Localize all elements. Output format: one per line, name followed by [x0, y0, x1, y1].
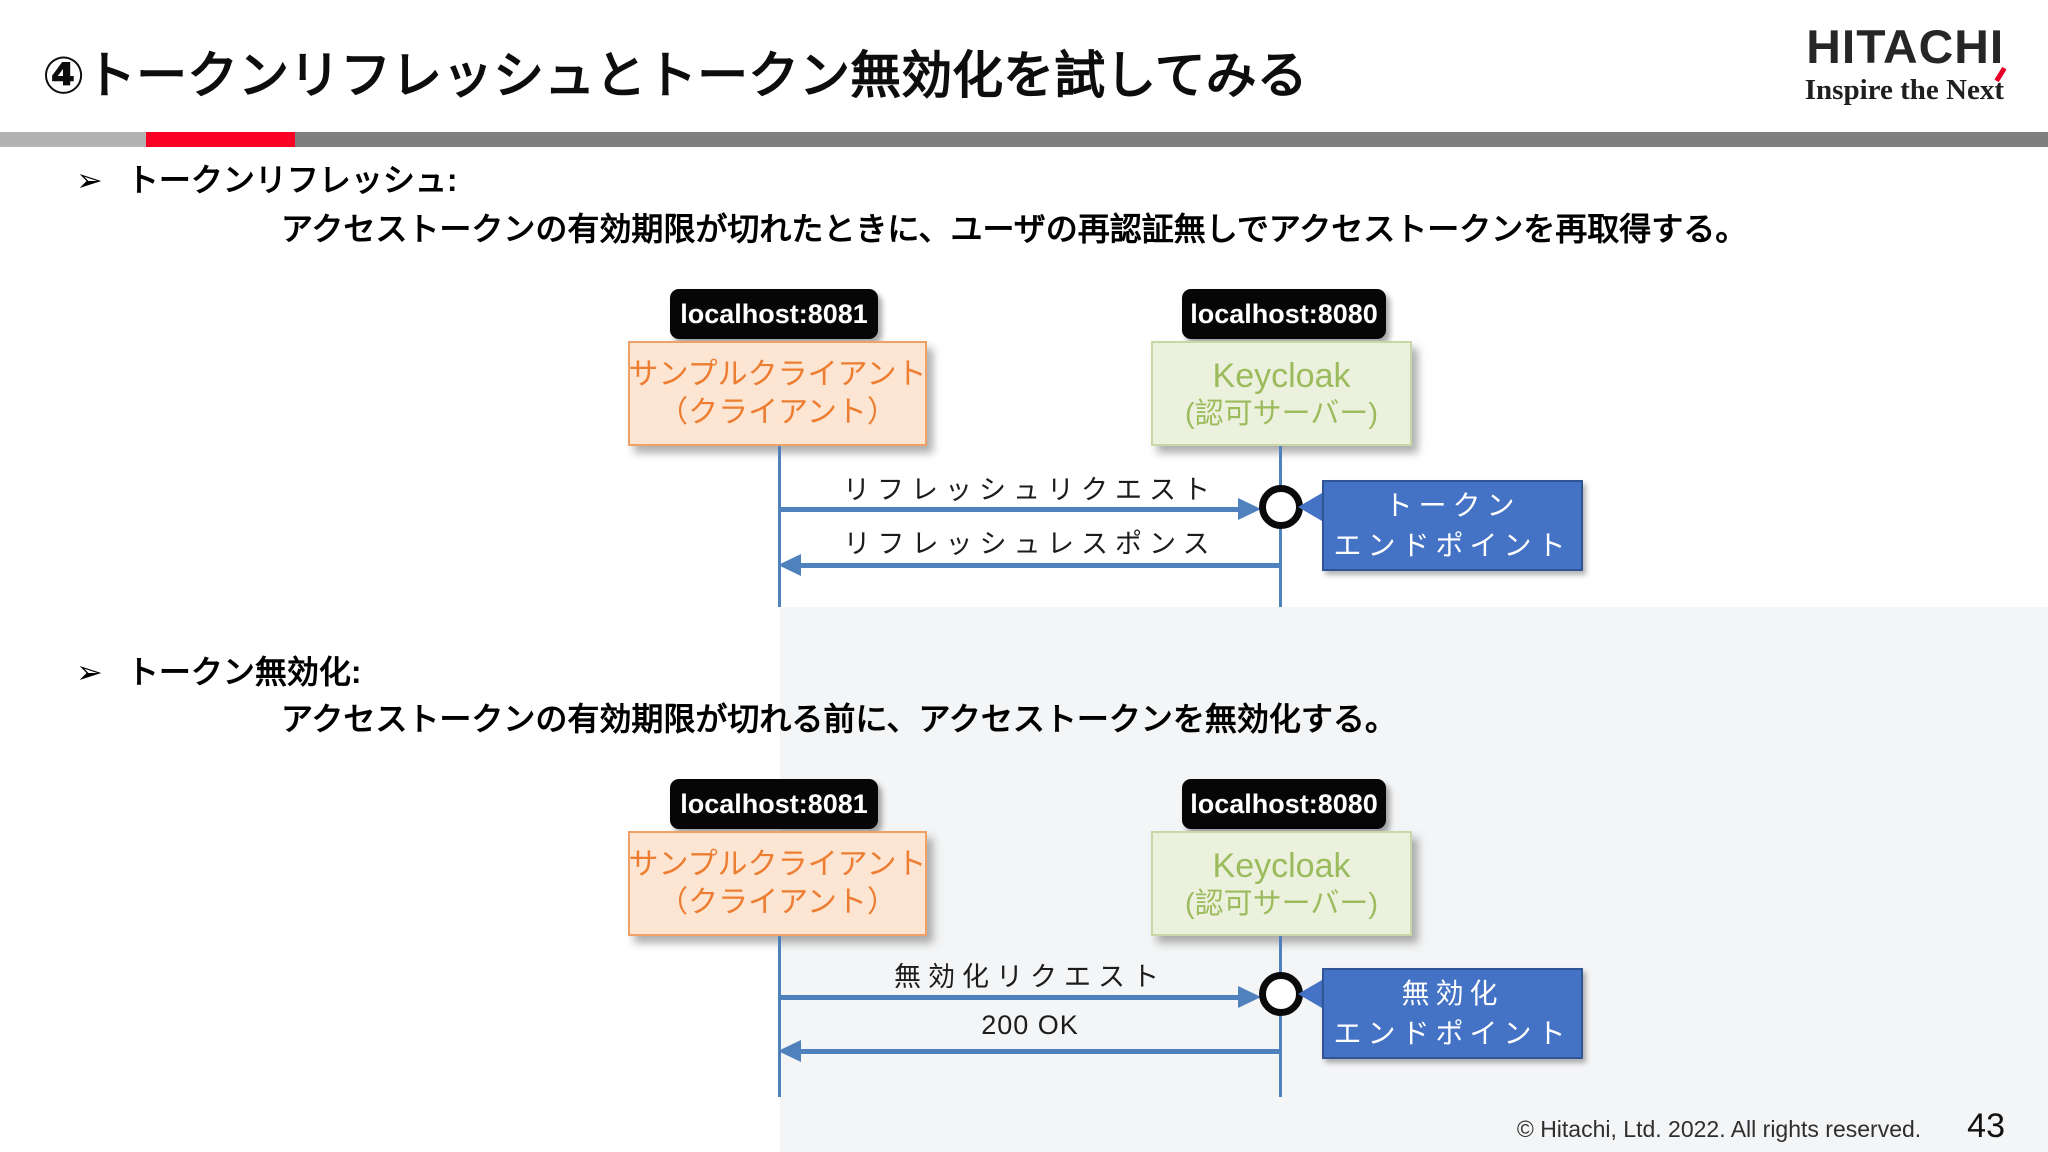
title-divider-bar [0, 132, 2048, 147]
bullet-arrow-icon: ➢ [76, 162, 103, 198]
request-arrow-label: リフレッシュリクエスト [843, 475, 1217, 505]
response-arrow-label: 200 OK [981, 1010, 1079, 1040]
endpoint-label-line2: エンドポイント [1333, 529, 1572, 561]
request-arrow-label: 無効化リクエスト [894, 962, 1166, 992]
client-host-badge: localhost:8081 [670, 779, 878, 829]
server-name: Keycloak [1212, 846, 1351, 885]
endpoint-callout-notch [1298, 980, 1322, 1008]
server-role: (認可サーバー) [1184, 887, 1379, 920]
server-actor-box: Keycloak (認可サーバー) [1151, 831, 1412, 936]
arrowhead-left-icon [778, 1040, 801, 1062]
endpoint-label-line1: トークン [1384, 489, 1521, 521]
divider-segment-dark [295, 132, 2048, 147]
server-host-badge: localhost:8080 [1182, 289, 1386, 339]
bullet-label: トークン無効化: [126, 654, 362, 690]
client-lifeline [778, 446, 781, 607]
endpoint-label-line2: エンドポイント [1333, 1017, 1572, 1049]
response-arrow-line [800, 1049, 1281, 1054]
hitachi-logo-wordmark: HITACHI [1806, 20, 2004, 73]
endpoint-label-line1: 無効化 [1401, 977, 1504, 1009]
response-arrow-label: リフレッシュレスポンス [843, 529, 1217, 559]
client-name: サンプルクライアント [628, 357, 927, 391]
request-arrow-line [780, 995, 1240, 1000]
revocation-endpoint-callout: 無効化 エンドポイント [1322, 968, 1583, 1059]
bullet-description: アクセストークンの有効期限が切れたときに、ユーザの再認証無しでアクセストークンを… [281, 211, 1748, 247]
token-endpoint-callout: トークン エンドポイント [1322, 480, 1583, 571]
client-host-badge: localhost:8081 [670, 289, 878, 339]
page-number: 43 [1967, 1107, 2005, 1145]
request-arrow-line [780, 507, 1240, 512]
divider-segment-red [146, 132, 295, 147]
server-role: (認可サーバー) [1184, 397, 1379, 430]
arrowhead-right-icon [1238, 986, 1261, 1008]
hitachi-tagline-text: Inspire the Next [1804, 74, 2004, 106]
divider-segment-light [0, 132, 146, 147]
hitachi-logo-tagline: Inspire the Next [1804, 66, 2007, 106]
bullet-label: トークンリフレッシュ: [126, 162, 458, 198]
page-title: ④トークンリフレッシュとトークン無効化を試してみる [42, 47, 1308, 104]
server-name: Keycloak [1212, 356, 1351, 395]
bullet-item-token-revocation: ➢ トークン無効化: [76, 652, 361, 692]
response-arrow-line [800, 563, 1281, 568]
slide-footer: © Hitachi, Ltd. 2022. All rights reserve… [1517, 1107, 2005, 1146]
client-actor-box: サンプルクライアント （クライアント） [628, 341, 927, 446]
server-actor-box: Keycloak (認可サーバー) [1151, 341, 1412, 446]
server-lifeline [1279, 936, 1282, 1097]
client-lifeline [778, 936, 781, 1097]
hitachi-logo: HITACHI Inspire the Next [1804, 22, 2007, 106]
bullet-description: アクセストークンの有効期限が切れる前に、アクセストークンを無効化する。 [281, 701, 1397, 737]
bullet-arrow-icon: ➢ [76, 654, 103, 690]
endpoint-callout-notch [1298, 493, 1322, 521]
client-actor-box: サンプルクライアント （クライアント） [628, 831, 927, 936]
client-role: （クライアント） [658, 885, 897, 919]
arrowhead-left-icon [778, 554, 801, 576]
client-role: （クライアント） [658, 395, 897, 429]
copyright-text: © Hitachi, Ltd. 2022. All rights reserve… [1516, 1116, 1922, 1142]
capture-shade-region [780, 607, 2048, 1152]
server-host-badge: localhost:8080 [1182, 779, 1386, 829]
endpoint-port-circle-icon [1259, 972, 1303, 1016]
endpoint-port-circle-icon [1259, 485, 1303, 529]
bullet-item-token-refresh: ➢ トークンリフレッシュ: [76, 160, 457, 200]
arrowhead-right-icon [1238, 498, 1261, 520]
client-name: サンプルクライアント [628, 847, 927, 881]
